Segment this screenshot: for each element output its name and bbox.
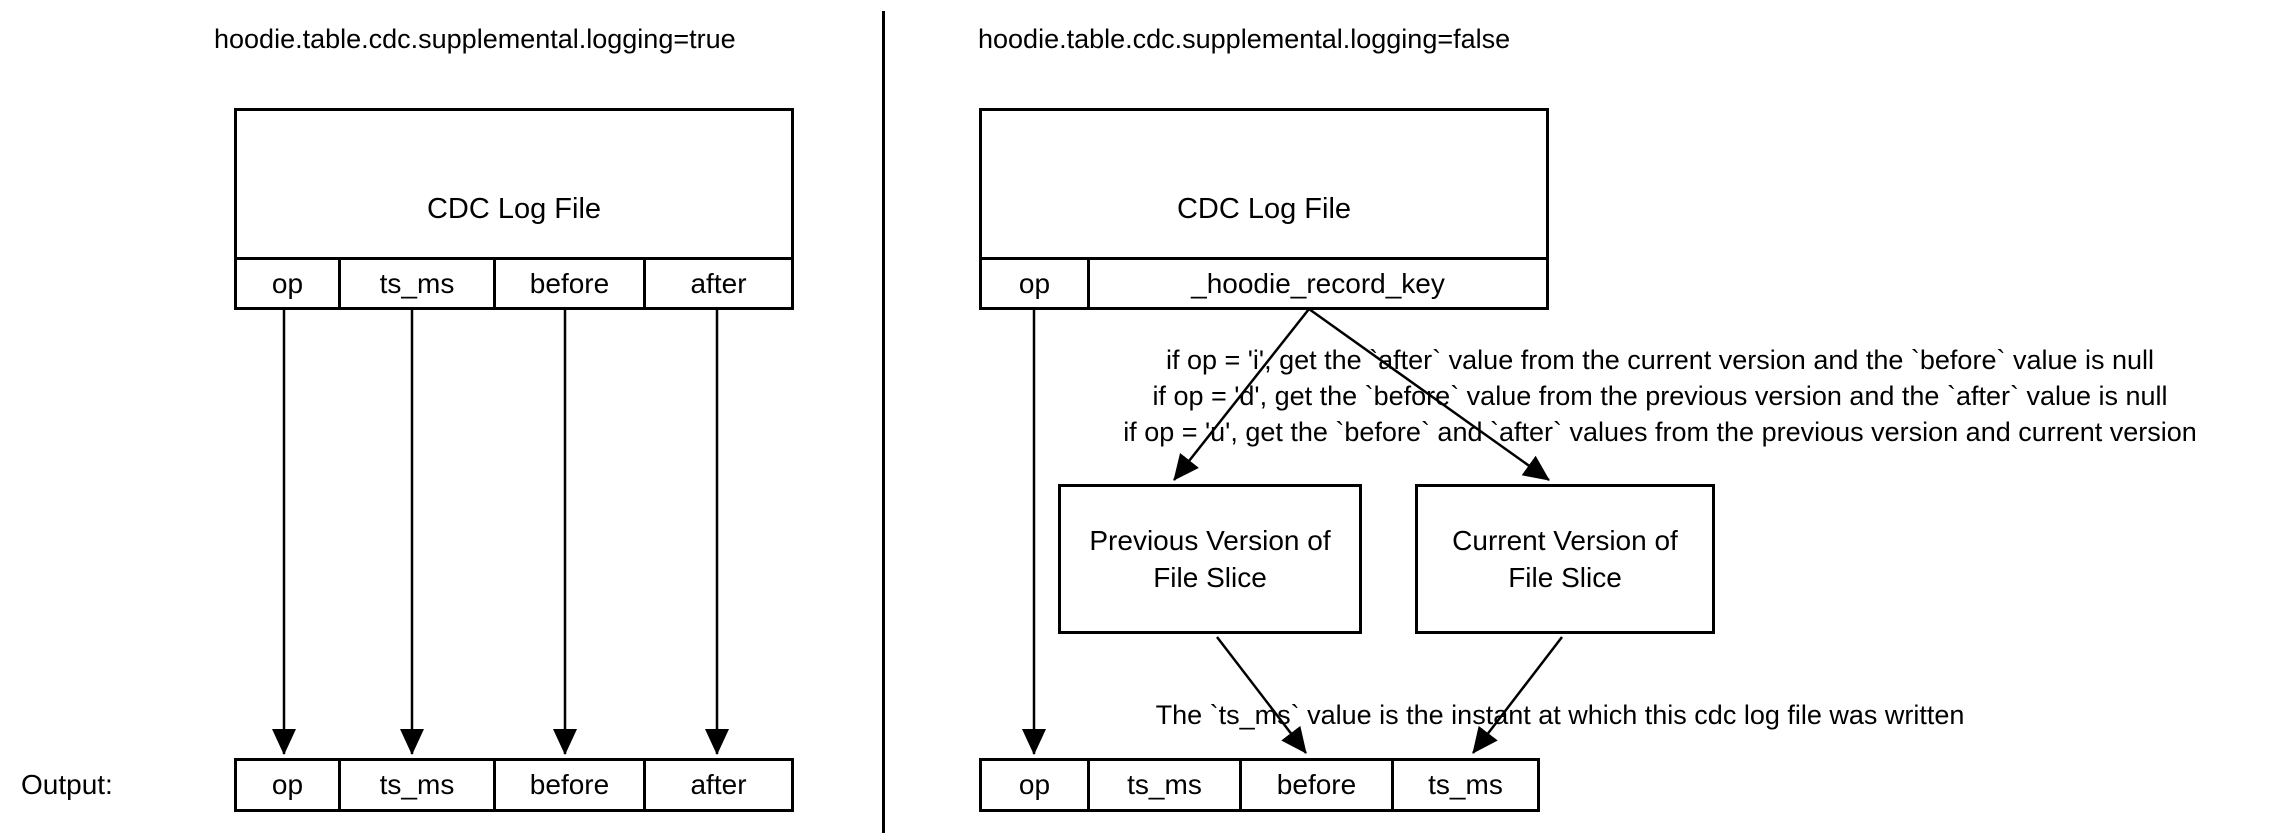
column-cell-op: op [1018,267,1051,299]
right-cdc-columns-row: op _hoodie_record_key [982,257,1546,307]
right-cdc-log-file-title: CDC Log File [1176,192,1352,225]
op-rule-insert: if op = 'i', get the `after` value from … [1165,345,2155,375]
previous-version-label-line2: File Slice [1153,562,1267,593]
current-version-file-slice-box: Current Version of File Slice [1415,484,1715,634]
left-output-row: op ts_ms before after [234,758,794,812]
output-cell-tsms-2: ts_ms [1391,761,1537,809]
left-cdc-log-file-title: CDC Log File [426,192,602,225]
current-version-label-line2: File Slice [1508,562,1622,593]
output-label: Output: [21,769,113,800]
output-cell-op: op [271,769,304,800]
column-cell-after: after [643,260,791,307]
left-panel-title: hoodie.table.cdc.supplemental.logging=tr… [214,24,736,54]
right-output-row: op ts_ms before ts_ms [979,758,1540,812]
output-cell-tsms: ts_ms [338,761,493,809]
output-cell-op: op [1018,769,1051,800]
output-cell-before: before [1239,761,1391,809]
previous-version-file-slice-box: Previous Version of File Slice [1058,484,1362,634]
op-rule-update: if op = 'u', get the `before` and `after… [1123,417,2197,447]
output-cell-before: before [493,761,643,809]
right-cdc-log-file-box: CDC Log File op _hoodie_record_key [979,108,1549,310]
column-cell-tsms: ts_ms [338,260,493,307]
current-version-label-line1: Current Version of [1452,525,1678,556]
op-rule-delete: if op = 'd', get the `before` value from… [1152,381,2168,411]
arrow-current-version-to-tsms-icon [1472,636,1563,754]
op-rules-text: if op = 'i', get the `after` value from … [1050,342,2270,450]
previous-version-label-line1: Previous Version of [1089,525,1331,556]
left-cdc-log-file-box: CDC Log File op ts_ms before after [234,108,794,310]
column-cell-hoodie-record-key: _hoodie_record_key [1087,260,1546,307]
tsms-note-text: The `ts_ms` value is the instant at whic… [1155,700,1965,730]
output-cell-after: after [643,761,791,809]
column-cell-before: before [493,260,643,307]
right-panel-title: hoodie.table.cdc.supplemental.logging=fa… [978,24,1511,54]
left-cdc-columns-row: op ts_ms before after [237,257,791,307]
column-cell-op: op [271,267,304,299]
arrow-previous-version-to-before-icon [1216,636,1307,754]
output-cell-tsms: ts_ms [1087,761,1239,809]
